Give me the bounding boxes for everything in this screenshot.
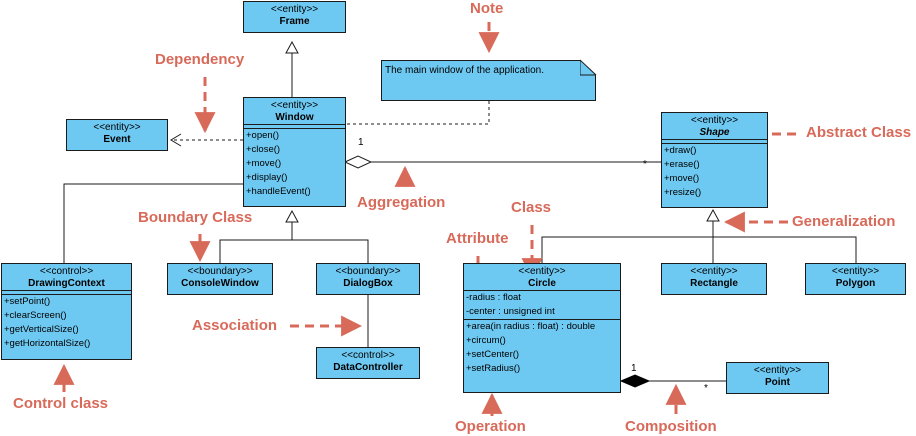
operation-item: +getHorizontalSize() <box>4 338 91 349</box>
note-anchor-line <box>344 101 490 125</box>
annotation-class: Class <box>511 199 552 216</box>
stereotype-label: <<entity>> <box>270 100 319 111</box>
class-name: DialogBox <box>343 278 393 289</box>
class-point[interactable]: <<entity>> Point <box>726 362 829 394</box>
class-window[interactable]: <<entity>> Window +open() +close() +move… <box>243 97 346 207</box>
operation-item: +move() <box>246 158 282 169</box>
annotation-note: Note <box>470 0 504 17</box>
operation-item: +area(in radius : float) : double <box>466 321 596 332</box>
stereotype-label: <<entity>> <box>831 266 880 277</box>
operations-compartment: +draw() +erase() +move() +resize() <box>662 143 767 200</box>
annotation-attribute: Attribute <box>446 230 509 247</box>
stereotype-label: <<entity>> <box>690 266 738 277</box>
stereotype-label: <<boundary>> <box>335 266 401 277</box>
multiplicity-composition-circle: 1 <box>631 363 637 374</box>
stereotype-label: <<entity>> <box>270 4 319 15</box>
operation-item: +close() <box>246 144 281 155</box>
class-name: Event <box>103 134 131 145</box>
class-name: DrawingContext <box>28 278 105 289</box>
operation-item: +resize() <box>664 187 702 198</box>
multiplicity-composition-point: * <box>704 383 708 394</box>
operation-item: +setCenter() <box>466 349 520 360</box>
operation-item: +handleEvent() <box>246 186 311 197</box>
annotation-abstract-class: Abstract Class <box>806 124 912 141</box>
class-polygon[interactable]: <<entity>> Polygon <box>805 263 906 295</box>
generalization-boundaries-window <box>219 209 369 263</box>
class-name: Frame <box>279 16 310 27</box>
operations-compartment: +open() +close() +move() +display() +han… <box>244 128 345 199</box>
operation-item: +open() <box>246 130 280 141</box>
class-name: Point <box>765 377 790 388</box>
annotation-boundary-class: Boundary Class <box>138 209 253 226</box>
annotation-composition: Composition <box>625 418 717 435</box>
operation-item: +getVerticalSize() <box>4 324 79 335</box>
operation-item: +setRadius() <box>466 363 521 374</box>
annotation-generalization: Generalization <box>792 213 896 230</box>
stereotype-label: <<entity>> <box>93 122 141 133</box>
note-box[interactable]: The main window of the application. <box>381 60 596 101</box>
composition-circle-point <box>619 374 726 388</box>
stereotype-label: <<entity>> <box>690 115 739 126</box>
stereotype-label: <<entity>> <box>753 365 802 376</box>
attribute-item: -radius : float <box>466 292 521 303</box>
operation-item: +erase() <box>664 159 700 170</box>
class-name: Shape <box>699 127 730 138</box>
class-name: Rectangle <box>690 278 738 289</box>
class-name: Circle <box>528 278 556 289</box>
operation-item: +circum() <box>466 335 506 346</box>
stereotype-label: <<entity>> <box>518 266 566 277</box>
generalization-window-frame <box>285 40 299 97</box>
operation-item: +draw() <box>664 145 697 156</box>
class-name: DataController <box>333 362 403 373</box>
class-shape[interactable]: <<entity>> Shape +draw() +erase() +move(… <box>661 112 768 208</box>
annotation-aggregation: Aggregation <box>357 194 446 211</box>
class-rectangle[interactable]: <<entity>> Rectangle <box>661 263 767 295</box>
attributes-compartment: -radius : float -center : unsigned int <box>464 290 620 319</box>
note-text: The main window of the application. <box>385 65 544 76</box>
class-name: ConsoleWindow <box>181 278 259 289</box>
multiplicity-aggregation-window: 1 <box>358 137 364 148</box>
class-frame[interactable]: <<entity>> Frame <box>243 1 346 33</box>
note-fold-corner <box>580 59 597 76</box>
operations-compartment: +area(in radius : float) : double +circu… <box>464 319 620 376</box>
multiplicity-aggregation-shape: * <box>643 159 647 170</box>
annotation-dependency: Dependency <box>155 51 245 68</box>
operations-compartment: +setPoint() +clearScreen() +getVerticalS… <box>2 294 131 351</box>
association-window-drawingcontext <box>63 183 243 263</box>
aggregation-window-shape <box>343 155 661 169</box>
class-circle[interactable]: <<entity>> Circle -radius : float -cente… <box>463 263 621 393</box>
class-name: Window <box>275 112 314 123</box>
class-datacontroller[interactable]: <<control>> DataController <box>316 347 420 379</box>
class-drawingcontext[interactable]: <<control>> DrawingContext +setPoint() +… <box>1 263 132 360</box>
operation-item: +display() <box>246 172 288 183</box>
operation-item: +move() <box>664 173 700 184</box>
operation-item: +setPoint() <box>4 296 51 307</box>
generalization-shapes-shape <box>541 208 857 263</box>
attribute-item: -center : unsigned int <box>466 306 555 317</box>
stereotype-label: <<boundary>> <box>187 266 253 277</box>
dependency-window-event <box>170 133 243 147</box>
class-dialogbox[interactable]: <<boundary>> DialogBox <box>316 263 420 295</box>
class-consolewindow[interactable]: <<boundary>> ConsoleWindow <box>167 263 273 295</box>
stereotype-label: <<control>> <box>341 350 395 361</box>
annotation-operation: Operation <box>455 418 526 435</box>
annotation-association: Association <box>192 317 278 334</box>
stereotype-label: <<control>> <box>39 266 94 277</box>
operation-item: +clearScreen() <box>4 310 67 321</box>
class-name: Polygon <box>835 278 876 289</box>
class-event[interactable]: <<entity>> Event <box>66 119 168 151</box>
annotation-control-class: Control class <box>13 395 109 412</box>
